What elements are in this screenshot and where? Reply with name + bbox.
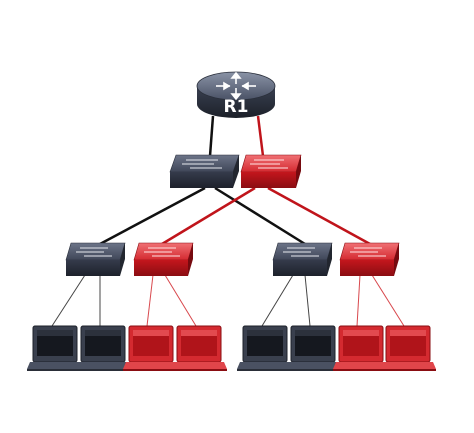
host-laptop-7[interactable] xyxy=(333,325,389,371)
host-laptop-5[interactable] xyxy=(237,325,293,371)
switch-arrows-icon xyxy=(182,159,222,169)
link-access-3-host-6 xyxy=(304,274,311,327)
link-core-dark-access-1 xyxy=(99,186,206,246)
link-core-red-access-2 xyxy=(161,186,256,246)
core-switch-red[interactable] xyxy=(240,154,302,188)
link-core-dark-access-3 xyxy=(214,186,306,246)
access-switch-4[interactable] xyxy=(339,242,400,276)
link-core-red-access-4 xyxy=(267,186,371,246)
switch-arrows-icon xyxy=(144,247,180,257)
access-switch-3[interactable] xyxy=(272,242,333,276)
link-access-4-host-8 xyxy=(371,274,405,327)
link-access-2-host-3 xyxy=(146,274,154,327)
router-icon[interactable]: R1 xyxy=(196,71,276,118)
access-switch-2[interactable] xyxy=(133,242,194,276)
router-arrows-icon xyxy=(216,71,256,101)
switch-arrows-icon xyxy=(283,247,319,257)
host-laptop-8[interactable] xyxy=(380,325,436,371)
switch-arrows-icon xyxy=(76,247,112,257)
switch-arrows-icon xyxy=(250,159,288,169)
link-access-1-host-1 xyxy=(51,274,86,327)
host-laptop-2[interactable] xyxy=(75,325,131,371)
access-switch-1[interactable] xyxy=(65,242,126,276)
host-laptop-6[interactable] xyxy=(285,325,341,371)
host-laptop-3[interactable] xyxy=(123,325,179,371)
link-r1-core-dark xyxy=(208,115,215,157)
link-access-3-host-5 xyxy=(261,274,294,327)
link-r1-core-red xyxy=(256,115,265,157)
link-access-2-host-4 xyxy=(164,274,197,327)
host-laptop-4[interactable] xyxy=(171,325,227,371)
core-switch-dark[interactable] xyxy=(169,154,240,188)
host-laptop-1[interactable] xyxy=(27,325,83,371)
link-access-4-host-7 xyxy=(356,274,361,327)
links xyxy=(51,115,405,327)
switch-arrows-icon xyxy=(350,247,386,257)
router-label: R1 xyxy=(224,97,249,117)
